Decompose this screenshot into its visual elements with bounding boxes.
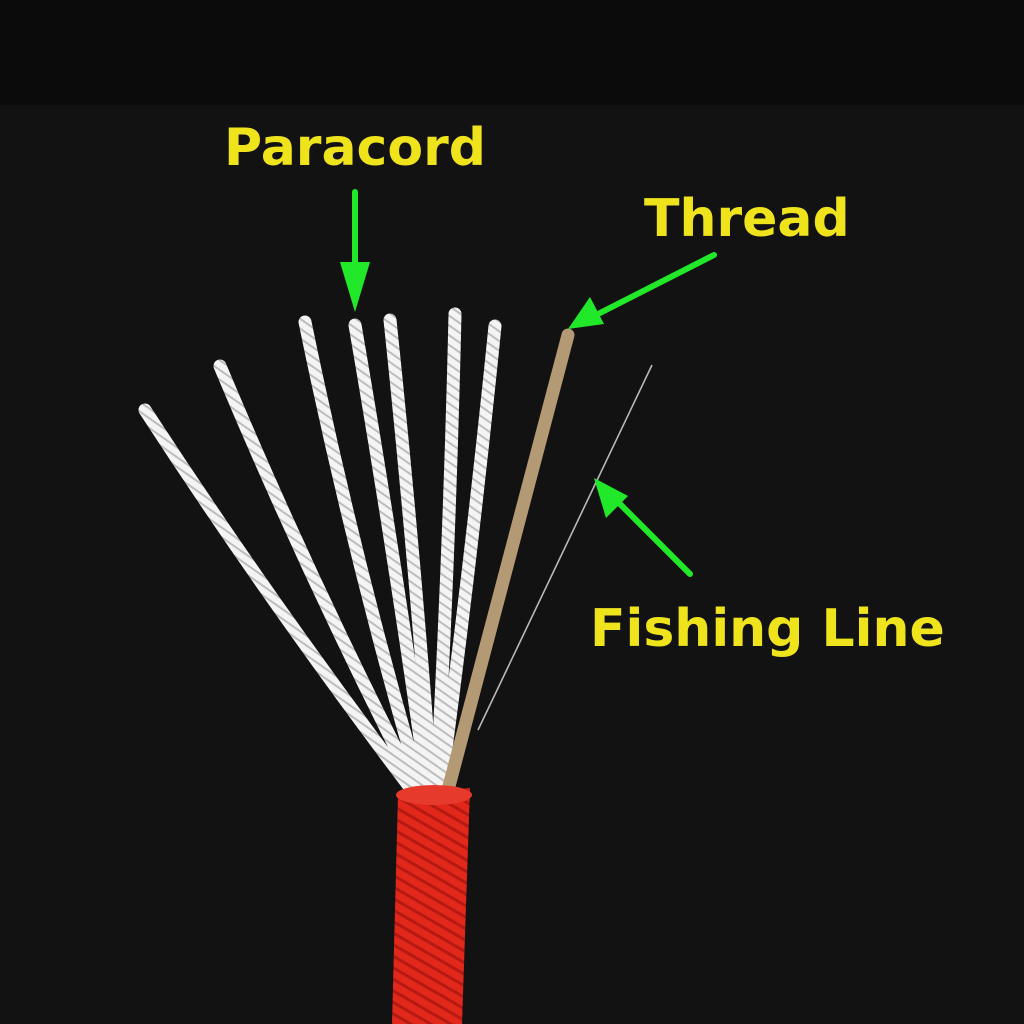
paracord-inner-strand	[433, 319, 502, 801]
paracord-strands	[138, 307, 502, 802]
thread-strand	[441, 328, 575, 797]
fishing-line-arrow-icon	[594, 478, 693, 577]
thread-label: Thread	[644, 189, 850, 249]
thread-arrow-icon	[568, 252, 717, 329]
paracord-inner-strand	[383, 313, 439, 802]
paracord-inner-strand	[429, 307, 462, 802]
red-sheath	[392, 788, 470, 1024]
top-band	[0, 0, 1024, 105]
paracord-inner-strand	[138, 403, 419, 797]
paracord-arrow-icon	[340, 189, 370, 312]
paracord-label: Paracord	[224, 118, 486, 178]
fishing-line-label: Fishing Line	[590, 599, 945, 659]
paracord-inner-strand	[298, 315, 429, 801]
sheath-opening	[396, 785, 472, 805]
fishing-line-strand	[477, 364, 653, 731]
paracord-inner-strand	[348, 318, 435, 802]
paracord-inner-strand	[213, 359, 425, 799]
